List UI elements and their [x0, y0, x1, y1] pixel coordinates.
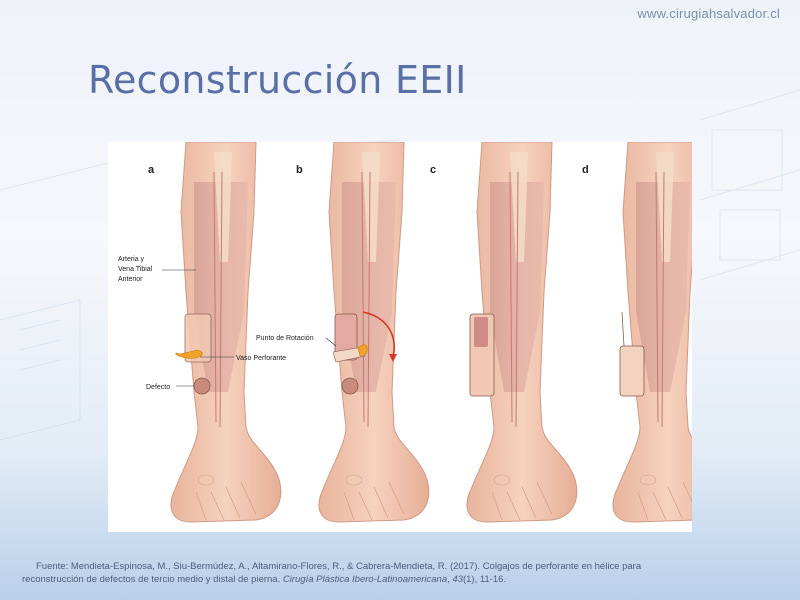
label-defect: Defecto	[146, 384, 170, 391]
label-rotation-point: Punto de Rotación	[256, 335, 314, 342]
panel-letter-b: b	[296, 164, 303, 176]
label-perforator: Vaso Perforante	[236, 355, 286, 362]
label-artery-line2: Vena Tibial	[118, 266, 153, 273]
perforator-vessel-b	[357, 344, 368, 357]
label-artery-line3: Anterior	[118, 276, 143, 283]
source-citation: Fuente: Mendieta-Espinosa, M., Siu-Bermú…	[22, 560, 782, 586]
panel-letter-d: d	[582, 164, 589, 176]
source-journal: Cirugía Plástica Ibero-Latinoamericana	[282, 574, 448, 585]
leg-panel-c	[466, 142, 578, 523]
leg-panel-d	[612, 142, 692, 523]
panel-letter-c: c	[430, 164, 436, 176]
defect-a	[193, 377, 211, 395]
label-artery-line1: Arteria y	[118, 256, 145, 263]
rotation-arrowhead-b	[389, 354, 397, 362]
defect-b	[341, 377, 359, 395]
flap-inset-d	[619, 345, 645, 397]
source-separator: ,	[447, 574, 453, 585]
leg-illustration-figure: a b c d Arteria y Vena Tibial Anterior V…	[108, 142, 692, 532]
site-url: www.cirugiahsalvador.cl	[637, 6, 780, 21]
slide-title: Reconstrucción EEII	[88, 58, 467, 102]
source-line-1: Fuente: Mendieta-Espinosa, M., Siu-Bermú…	[36, 561, 642, 572]
source-line-2: reconstrucción de defectos de tercio med…	[22, 573, 782, 586]
rotation-arrow-b	[362, 311, 395, 358]
perforator-vessel-a	[175, 349, 203, 359]
flap-outline-a	[184, 313, 212, 363]
rotated-flap-b	[332, 346, 366, 363]
source-issue: (1), 11-16.	[462, 574, 507, 585]
source-volume: 43	[452, 574, 463, 585]
leader-rotation	[325, 337, 337, 347]
suture-line-d	[621, 311, 625, 347]
donor-site-c	[474, 317, 488, 347]
source-line-2-text: reconstrucción de defectos de tercio med…	[22, 574, 283, 585]
panel-letter-a: a	[148, 164, 155, 176]
